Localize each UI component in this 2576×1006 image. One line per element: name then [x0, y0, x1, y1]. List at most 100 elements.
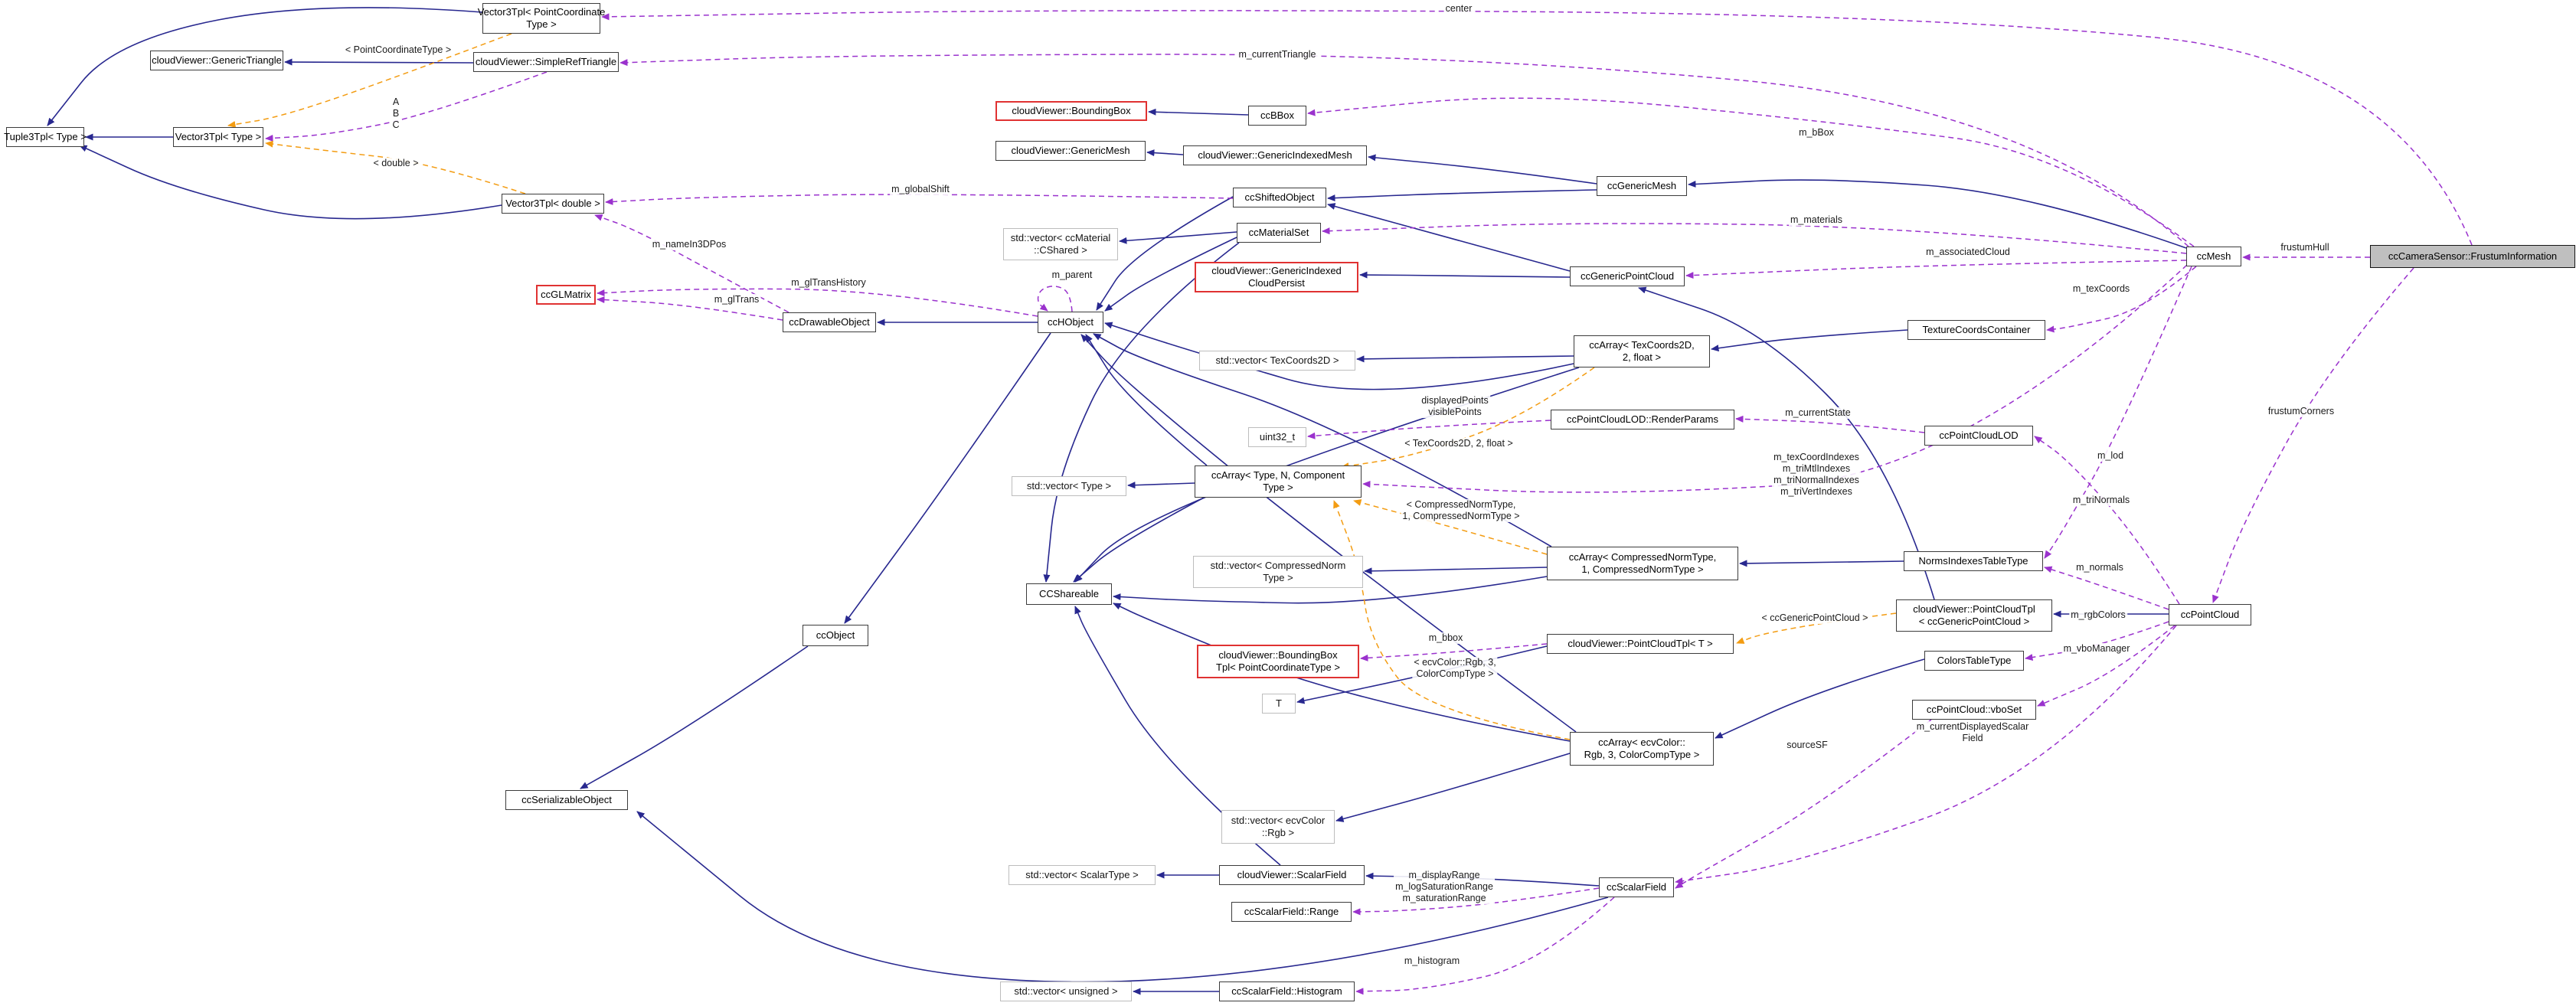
edge-ccpointcloud-to-normsindexestable [2044, 566, 2169, 610]
edge-ccmesh-to-ccbbox [1307, 97, 2195, 247]
edge-label-line: visiblePoints [1428, 407, 1482, 417]
node-vec_ecvcolor[interactable]: std::vector< ecvColor::Rgb > [1221, 810, 1335, 844]
edge-ccgenericmesh-to-ccshiftedobject [1327, 189, 1597, 202]
node-label-line: cloudViewer::GenericTriangle [152, 54, 282, 67]
node-genericmesh[interactable]: cloudViewer::GenericMesh [995, 141, 1146, 161]
node-cchobject[interactable]: ccHObject [1038, 312, 1103, 333]
edge-label-m_bbox: m_bbox [1427, 632, 1465, 644]
edge-label-line: < ccGenericPointCloud > [1761, 612, 1868, 623]
node-ccarray_texcoords[interactable]: ccArray< TexCoords2D,2, float > [1574, 335, 1710, 367]
node-label-line: Tpl< PointCoordinateType > [1216, 661, 1340, 673]
edge-label-line: m_vboManager [2063, 643, 2130, 654]
node-label-line: ccMesh [2196, 250, 2231, 263]
node-label-line: ccArray< TexCoords2D, [1589, 339, 1695, 351]
node-ccgenericpointcloud[interactable]: ccGenericPointCloud [1570, 266, 1685, 286]
node-ccarray_ecvcolor[interactable]: ccArray< ecvColor::Rgb, 3, ColorCompType… [1570, 732, 1714, 766]
edge-label-line: A [392, 96, 400, 107]
node-label-line: ccScalarField::Range [1244, 906, 1339, 918]
node-ccpointcloudlod[interactable]: ccPointCloudLOD [1924, 426, 2033, 446]
node-ccglmatrix[interactable]: ccGLMatrix [536, 285, 596, 305]
node-t_box[interactable]: T [1262, 694, 1296, 714]
node-ccdrawableobject[interactable]: ccDrawableObject [783, 312, 876, 332]
edge-simple_ref_triangle-to-generic_triangle [284, 58, 474, 66]
edge-label-line: 1, CompressedNormType > [1402, 511, 1520, 521]
node-genericindexedmesh[interactable]: cloudViewer::GenericIndexedMesh [1183, 145, 1367, 165]
edge-label-line: C [392, 119, 400, 130]
node-vector3tpl_type[interactable]: Vector3Tpl< Type > [173, 127, 263, 147]
node-label-line: std::vector< Type > [1026, 480, 1112, 492]
edge-ccshiftedobject-to-cchobject [1096, 196, 1234, 311]
edge-vector3tpl_double-to-tuple3tpl [79, 145, 502, 220]
node-ccshareable[interactable]: CCShareable [1026, 583, 1112, 605]
edge-label-line: m_logSaturationRange [1395, 881, 1493, 892]
node-renderparams[interactable]: ccPointCloudLOD::RenderParams [1551, 410, 1734, 430]
node-label-line: ccArray< ecvColor:: [1598, 737, 1685, 749]
node-label-line: ccGLMatrix [541, 289, 591, 301]
node-ccscalarfield[interactable]: ccScalarField [1599, 877, 1674, 897]
edge-label-line: m_bbox [1428, 632, 1463, 643]
node-label-line: cloudViewer::PointCloudTpl< T > [1568, 638, 1713, 650]
edge-label-m_bbox: m_bBox [1797, 127, 1836, 139]
edge-label-ccgenericpointcloud: < ccGenericPointCloud > [1760, 612, 1870, 624]
node-pointcloudtpl_cc[interactable]: cloudViewer::PointCloudTpl< ccGenericPoi… [1896, 599, 2052, 632]
node-vec_type[interactable]: std::vector< Type > [1012, 476, 1126, 496]
node-ccgenericmesh[interactable]: ccGenericMesh [1597, 176, 1687, 196]
node-ccshiftedobject[interactable]: ccShiftedObject [1233, 188, 1326, 207]
node-ccmesh[interactable]: ccMesh [2186, 247, 2241, 266]
node-simple_ref_triangle[interactable]: cloudViewer::SimpleRefTriangle [473, 52, 619, 72]
node-label-line: ccBBox [1260, 109, 1295, 122]
edge-vector3tpl_double-to-vector3tpl_type [265, 140, 526, 194]
edge-ccarray_tnc-to-vec_type [1127, 482, 1195, 489]
node-vector3tpl_double[interactable]: Vector3Tpl< double > [502, 194, 604, 214]
node-label-line: ccMaterialSet [1248, 227, 1309, 239]
edge-label-line: displayedPoints [1421, 395, 1489, 406]
node-label-line: std::vector< TexCoords2D > [1215, 354, 1339, 367]
node-label-line: ccPointCloud [2180, 609, 2240, 621]
node-label-line: ColorsTableType [1937, 655, 2012, 667]
node-texturecoordscontainer[interactable]: TextureCoordsContainer [1907, 320, 2045, 340]
node-range[interactable]: ccScalarField::Range [1231, 902, 1352, 922]
edge-label-line: < TexCoords2D, 2, float > [1404, 438, 1513, 449]
node-vec_texcoords[interactable]: std::vector< TexCoords2D > [1199, 351, 1355, 371]
node-label-line: cloudViewer::PointCloudTpl [1913, 603, 2035, 616]
edge-label-line: < PointCoordinateType > [345, 44, 452, 55]
edge-label-m_rgbcolors: m_rgbColors [2069, 609, 2127, 621]
node-ccmaterialset[interactable]: ccMaterialSet [1237, 223, 1321, 243]
edge-ccmaterialset-to-ccshareable [1043, 242, 1240, 583]
node-pointcloudtpl_t[interactable]: cloudViewer::PointCloudTpl< T > [1547, 634, 1734, 654]
node-vec_scalartype[interactable]: std::vector< ScalarType > [1008, 865, 1156, 885]
node-ccarray_compressed[interactable]: ccArray< CompressedNormType,1, Compresse… [1547, 547, 1738, 580]
edge-label-m_lod: m_lod [2095, 450, 2126, 462]
node-vboset[interactable]: ccPointCloud::vboSet [1912, 700, 2036, 720]
node-ccobject[interactable]: ccObject [803, 625, 868, 646]
node-vec_unsigned[interactable]: std::vector< unsigned > [1000, 982, 1132, 1001]
edge-ccpointcloud-to-vboset [2037, 625, 2176, 707]
edge-label-line: Field [1962, 733, 1983, 743]
node-normsindexestable[interactable]: NormsIndexesTableType [1904, 551, 2043, 571]
node-histogram[interactable]: ccScalarField::Histogram [1219, 982, 1355, 1001]
node-uint32t[interactable]: uint32_t [1248, 427, 1306, 447]
edge-ccarray_tnc-to-ccshareable [1073, 497, 1205, 583]
node-tuple3tpl[interactable]: Tuple3Tpl< Type > [4, 127, 87, 147]
edge-label-line: m_lod [2097, 450, 2124, 461]
node-ccserializable[interactable]: ccSerializableObject [505, 790, 628, 810]
node-ccbbox[interactable]: ccBBox [1248, 106, 1306, 126]
edge-label-m_histogram: m_histogram [1402, 955, 1462, 967]
node-label-line: ccHObject [1048, 316, 1093, 328]
node-colorstabletype[interactable]: ColorsTableType [1924, 651, 2024, 671]
edge-label-line: ColorCompType > [1416, 668, 1494, 679]
edge-ccmesh-to-simple_ref_triangle [619, 54, 2189, 247]
node-boundingbox[interactable]: cloudViewer::BoundingBox [995, 101, 1147, 121]
node-scalarfield[interactable]: cloudViewer::ScalarField [1219, 865, 1365, 885]
node-generic_triangle[interactable]: cloudViewer::GenericTriangle [150, 51, 283, 70]
node-ccpointcloud[interactable]: ccPointCloud [2169, 604, 2251, 625]
node-vec_ccmaterial[interactable]: std::vector< ccMaterial::CShared > [1003, 228, 1118, 260]
